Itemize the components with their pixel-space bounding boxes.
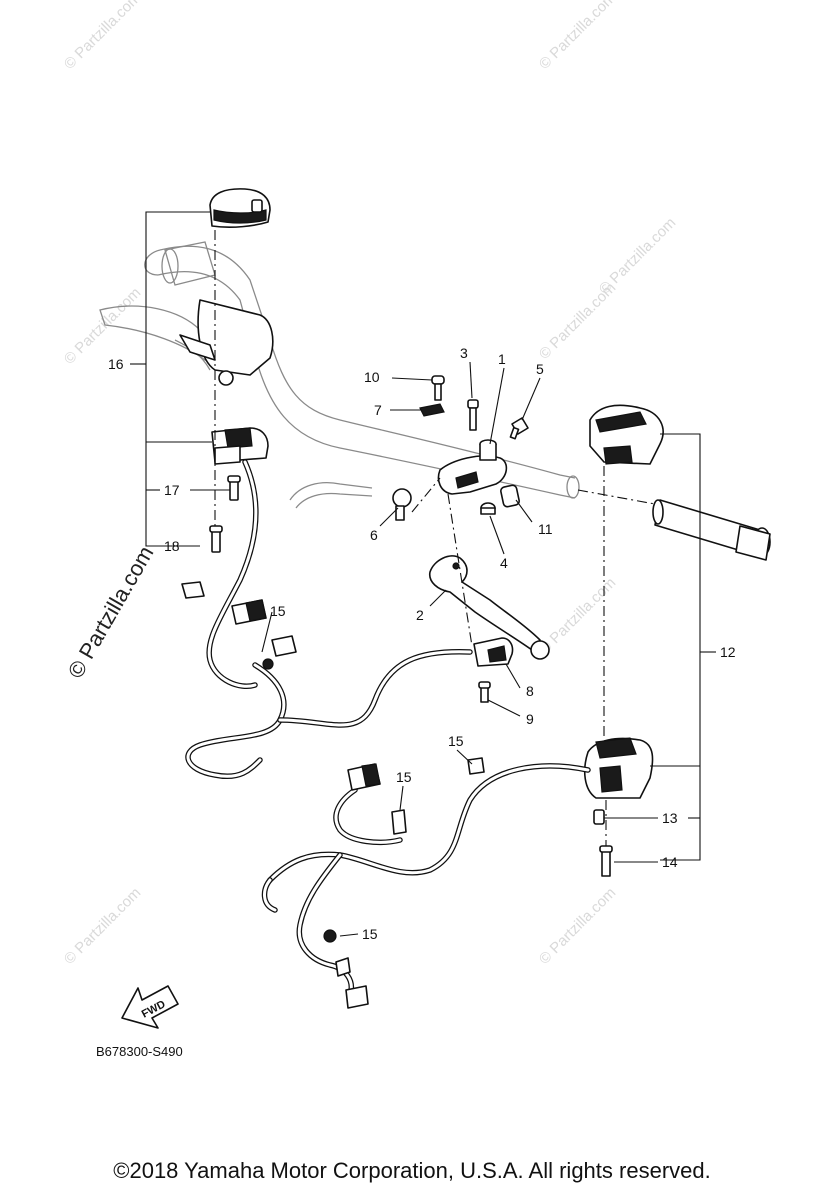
callout-12: 12 (720, 644, 736, 660)
watermark-top-left: © Partzilla.com (61, 0, 144, 73)
callout-17: 17 (164, 482, 180, 498)
callout-3: 3 (460, 345, 468, 361)
watermark-up-right: © Partzilla.com (596, 214, 679, 297)
bolt-6 (392, 488, 412, 521)
left-grip-assembly (161, 241, 274, 386)
screw-10 (431, 375, 445, 401)
watermark-group: © Partzilla.com © Partzilla.com © Partzi… (61, 0, 679, 968)
left-switch-lower-housing (211, 427, 269, 465)
callout-4: 4 (500, 555, 508, 571)
callout-10: 10 (364, 369, 380, 385)
right-grip (652, 499, 771, 561)
callout-labels: 1 2 3 4 5 6 7 8 9 10 11 12 13 14 15 15 1… (108, 345, 736, 942)
left-switch-upper-housing (209, 188, 271, 229)
pin-7 (419, 403, 445, 417)
bushing-4 (480, 502, 496, 515)
screw-14 (599, 845, 613, 877)
watermark-main: © Partzilla.com (63, 542, 159, 683)
callout-15-d: 15 (362, 926, 378, 942)
callout-13: 13 (662, 810, 678, 826)
callout-6: 6 (370, 527, 378, 543)
screw-17 (227, 475, 241, 501)
watermark-low-left: © Partzilla.com (61, 884, 144, 967)
callout-14: 14 (662, 854, 678, 870)
bolt-5 (509, 417, 529, 440)
callout-18: 18 (164, 538, 180, 554)
watermark-low-right: © Partzilla.com (536, 884, 619, 967)
watermark-mid-left: © Partzilla.com (61, 284, 144, 367)
callout-15-a: 15 (270, 603, 286, 619)
clutch-lever (428, 555, 550, 660)
screw-18 (209, 525, 223, 553)
callout-7: 7 (374, 402, 382, 418)
copyright-notice: ©2018 Yamaha Motor Corporation, U.S.A. A… (113, 1158, 711, 1183)
clutch-lever-holder (437, 439, 508, 495)
bracket-lines (130, 211, 716, 861)
right-switch-upper-housing (589, 404, 664, 465)
watermark-top-right: © Partzilla.com (536, 0, 619, 73)
callout-5: 5 (536, 361, 544, 377)
callout-2: 2 (416, 607, 424, 623)
screw-9 (478, 681, 491, 703)
diagram-code: B678300-S490 (96, 1044, 183, 1059)
clutch-switch (473, 637, 514, 667)
assembly-line-grip (577, 489, 656, 505)
bushing-11 (500, 484, 520, 508)
right-switch-lower-housing (583, 737, 654, 799)
callout-9: 9 (526, 711, 534, 727)
leader-lines (261, 361, 658, 937)
callout-11: 11 (538, 521, 553, 537)
right-wire-harness (261, 757, 591, 1009)
screw-13 (593, 809, 605, 825)
callout-15-b: 15 (448, 733, 464, 749)
assembly-line-bolt6 (411, 477, 441, 513)
assembly-line-switch (447, 493, 473, 647)
callout-15-c: 15 (396, 769, 412, 785)
callout-16: 16 (108, 356, 124, 372)
callout-1: 1 (498, 351, 506, 367)
callout-8: 8 (526, 683, 534, 699)
left-wire-harness (181, 459, 473, 779)
fwd-arrow: FWD (121, 985, 179, 1029)
bolt-3 (467, 399, 479, 431)
assembly-lines (214, 230, 656, 846)
